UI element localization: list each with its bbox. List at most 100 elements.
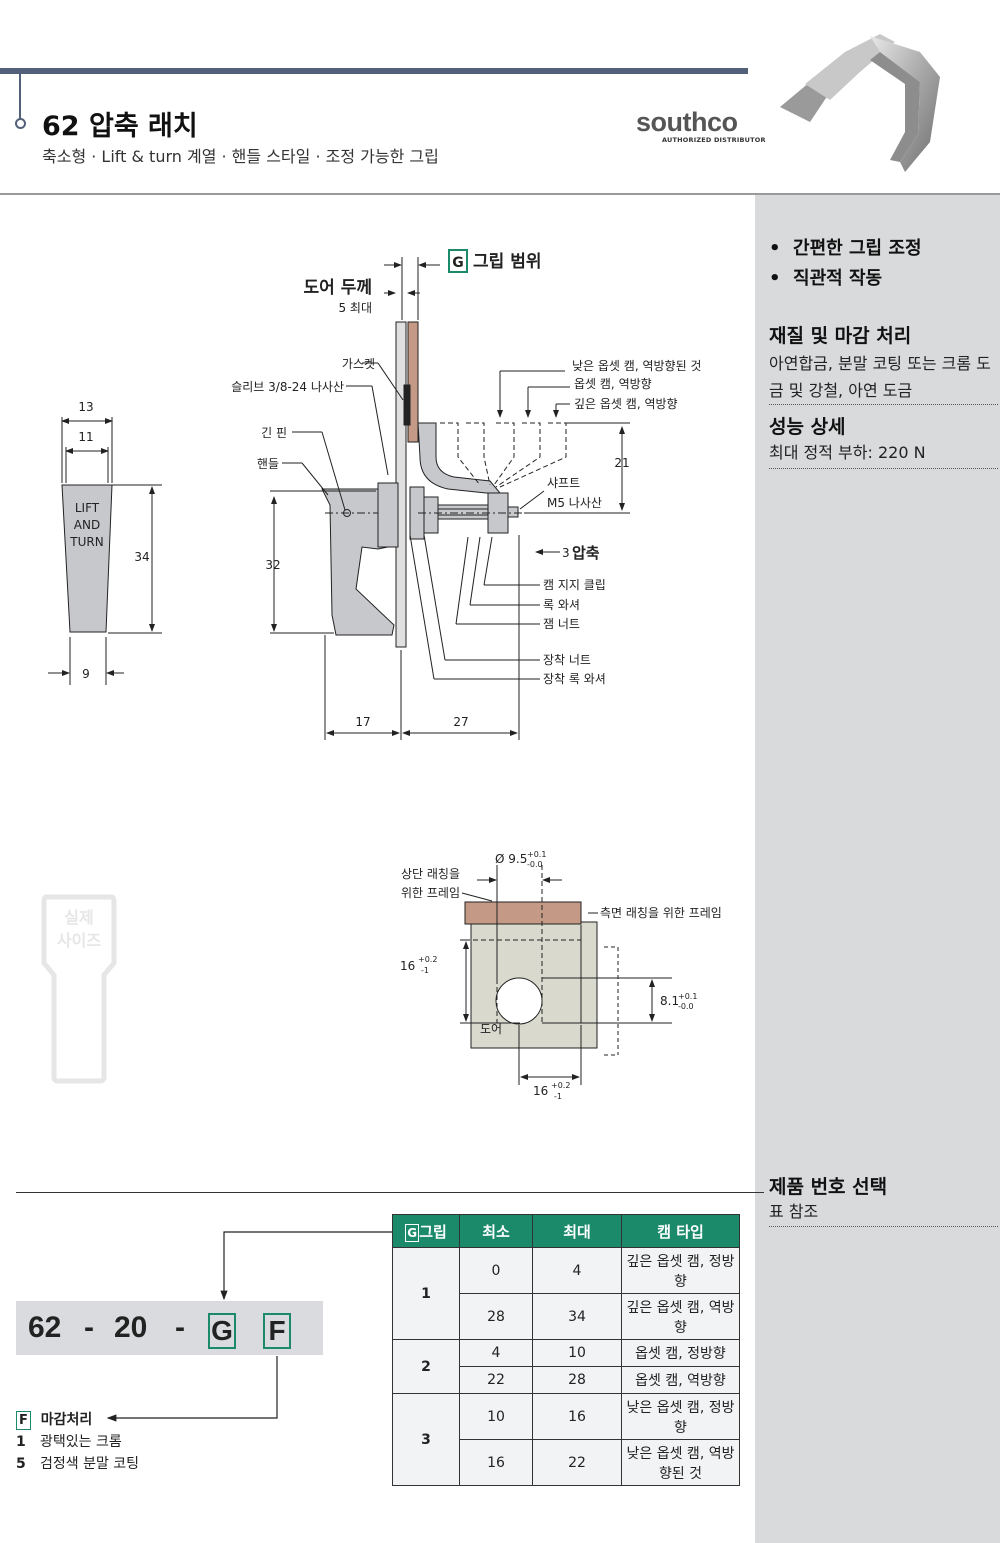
mount-nut-label: 장착 너트 <box>543 653 591 667</box>
header-line <box>19 74 21 120</box>
grip-g-box <box>448 249 468 273</box>
page-header: 62 압축 래치 축소형 · Lift & turn 계열 · 핸들 스타일 ·… <box>0 0 1000 195</box>
section-divider <box>16 1192 764 1193</box>
partnum-heading: 제품 번호 선택 <box>769 1176 888 1198</box>
part-g-box[interactable]: G <box>208 1313 236 1349</box>
feature-text-2: 직관적 작동 <box>793 268 883 289</box>
cam-offset-label: 옵셋 캠, 역방향 <box>574 377 652 391</box>
part-number-bar <box>16 1301 323 1355</box>
tol-16h-plus: +0.2 <box>551 1081 570 1090</box>
finish-code: 1 <box>16 1434 26 1450</box>
cam-low-label: 낮은 옵셋 캠, 역방향된 것 <box>572 359 701 373</box>
sleeve-label: 슬리브 3/8-24 나사산 <box>231 380 344 394</box>
page-title: 62 압축 래치 <box>42 111 198 142</box>
table-row: 3 10 16 낮은 옵셋 캠, 정방향 <box>392 1393 740 1486</box>
top-frame-label-2: 위한 프레임 <box>401 886 460 900</box>
min-cell: 10 <box>459 1393 533 1440</box>
table-row: 28 34 깊은 옵셋 캠, 역방향 <box>393 1293 740 1340</box>
table-row: 2 4 10 옵셋 캠, 정방향 <box>392 1339 740 1394</box>
handle-label: 핸들 <box>257 456 279 471</box>
dim-16-vertical: 16 <box>400 959 415 973</box>
part-number-arrows <box>106 1231 392 1422</box>
header-bar <box>0 68 748 74</box>
max-cell: 16 <box>532 1393 622 1440</box>
lock-washer-label: 록 와셔 <box>543 598 580 612</box>
header-dot <box>15 118 26 129</box>
col-cam: 캠 타입 <box>621 1214 740 1248</box>
grip-cell: 1 <box>392 1247 460 1340</box>
divider <box>769 404 998 405</box>
dim-21: 21 <box>614 456 629 470</box>
divider <box>769 1226 998 1227</box>
cam-clip-label: 캠 지지 클립 <box>543 578 606 592</box>
shaft-label: 샤프트 <box>547 476 580 490</box>
turn-text: TURN <box>69 535 103 549</box>
performance-heading: 성능 상세 <box>769 416 846 438</box>
max-cell: 4 <box>532 1247 622 1294</box>
m5-thread-label: M5 나사산 <box>547 496 602 510</box>
actual-size-outline <box>41 894 117 1084</box>
cam-cell: 낮은 옵셋 캠, 정방향 <box>621 1393 740 1440</box>
part-dash-2: - <box>175 1311 185 1344</box>
cam-cell: 낮은 옵셋 캠, 역방향된 것 <box>621 1439 740 1486</box>
tol-16-minus: -1 <box>421 966 429 975</box>
divider <box>769 468 998 469</box>
finish-text: 검정색 분말 코팅 <box>40 1456 140 1472</box>
top-frame <box>464 901 582 925</box>
lift-text: LIFT <box>75 501 100 515</box>
grip-range-label: 그립 범위 <box>473 252 541 272</box>
part-62: 62 <box>28 1311 62 1344</box>
jam-nut-label: 잼 너트 <box>543 617 580 631</box>
min-cell: 16 <box>459 1439 533 1486</box>
sidebar <box>755 195 1000 1543</box>
grip-cell: 3 <box>392 1393 460 1486</box>
dia-label: Ø 9.5 <box>495 852 527 866</box>
finish-label: 마감처리 <box>40 1412 93 1428</box>
partnum-text: 표 참조 <box>769 1202 819 1221</box>
mount-lock-washer-label: 장착 록 와셔 <box>543 672 606 686</box>
door-label: 도어 <box>480 1022 502 1036</box>
dia-tol-minus: -0.0 <box>527 860 543 869</box>
grip-g-letter: G <box>452 255 464 271</box>
actual-size-text-2: 사이즈 <box>57 931 101 950</box>
tol-16h-minus: -1 <box>554 1092 562 1101</box>
part-f-box[interactable]: F <box>263 1313 291 1349</box>
compression-value: 3 <box>562 546 570 560</box>
cam-cell: 깊은 옵셋 캠, 역방향 <box>621 1293 740 1340</box>
finish-heading: F 마감처리 <box>16 1409 92 1430</box>
grip-box: G <box>405 1223 420 1242</box>
cam-cell: 옵셋 캠, 정방향 <box>621 1339 740 1367</box>
max-cell: 10 <box>532 1339 622 1367</box>
table-row: 16 22 낮은 옵셋 캠, 역방향된 것 <box>393 1439 740 1486</box>
min-cell: 28 <box>459 1293 533 1340</box>
latch-product-photo <box>780 34 940 172</box>
performance-text: 최대 정적 부하: 220 N <box>769 443 926 462</box>
dim-9: 9 <box>82 667 90 681</box>
col-min: 최소 <box>459 1214 533 1248</box>
page-subtitle: 축소형 · Lift & turn 계열 · 핸들 스타일 · 조정 가능한 그… <box>42 147 439 166</box>
dim-34: 34 <box>134 550 149 564</box>
door-thickness-label: 도어 두께 <box>304 278 372 298</box>
part-20: 20 <box>114 1311 148 1344</box>
max-cell: 28 <box>532 1366 622 1394</box>
grip-cell: 2 <box>392 1339 460 1394</box>
cam-deep-label: 깊은 옵셋 캠, 역방향 <box>574 397 678 411</box>
cam-cell: 깊은 옵셋 캠, 정방향 <box>621 1247 740 1294</box>
cutout-drawing: 실제 사이즈 Ø 9.5 +0.1 -0.0 상단 래칭을 위한 프레임 측면 … <box>41 850 722 1101</box>
dim-13: 13 <box>78 400 93 414</box>
actual-size-text-1: 실제 <box>64 908 93 927</box>
side-frame-label: 측면 래칭을 위한 프레임 <box>600 906 722 920</box>
min-cell: 0 <box>459 1247 533 1294</box>
min-cell: 4 <box>459 1339 533 1367</box>
grip-header: 그립 <box>419 1222 447 1241</box>
feature-bullet-1: • 간편한 그립 조정 <box>769 238 922 259</box>
dim-17: 17 <box>355 715 370 729</box>
material-heading: 재질 및 마감 처리 <box>769 325 912 347</box>
finish-code: 5 <box>16 1456 26 1472</box>
and-text: AND <box>74 518 100 532</box>
tol-16-plus: +0.2 <box>418 955 437 964</box>
col-max: 최대 <box>532 1214 622 1248</box>
